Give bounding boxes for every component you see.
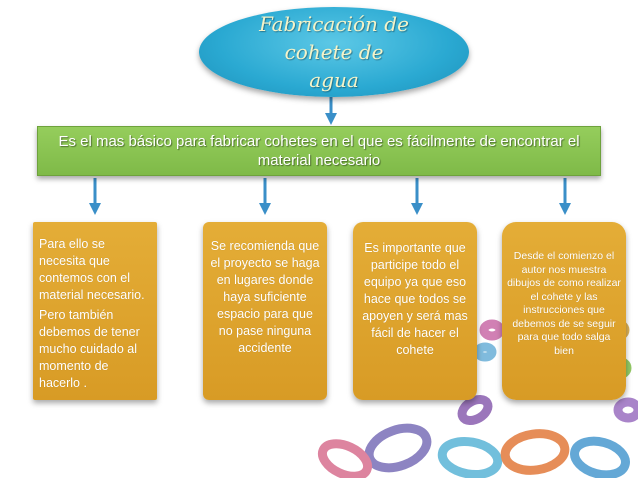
detail-box-2-text: Se recomienda que el proyecto se haga en… (209, 238, 321, 357)
detail-box-1-paragraph-1: Para ello se necesita que contemos con e… (39, 236, 151, 304)
detail-box-1-paragraph-2: Pero también debemos de tener mucho cuid… (39, 307, 151, 392)
detail-box-1: Para ello se necesita que contemos con e… (33, 222, 157, 400)
title-node: Fabricación de cohete de agua (199, 7, 469, 97)
detail-box-2: Se recomienda que el proyecto se haga en… (203, 222, 327, 400)
diagram-title: Fabricación de cohete de agua (234, 10, 434, 94)
detail-box-3-text: Es importante que participe todo el equi… (359, 240, 471, 359)
main-statement-box: Es el mas básico para fabricar cohetes e… (37, 126, 601, 176)
detail-box-3: Es importante que participe todo el equi… (353, 222, 477, 400)
detail-box-4-text: Desde el comienzo el autor nos muestra d… (507, 250, 621, 358)
main-statement-text: Es el mas básico para fabricar cohetes e… (49, 132, 589, 170)
detail-box-4: Desde el comienzo el autor nos muestra d… (502, 222, 626, 400)
